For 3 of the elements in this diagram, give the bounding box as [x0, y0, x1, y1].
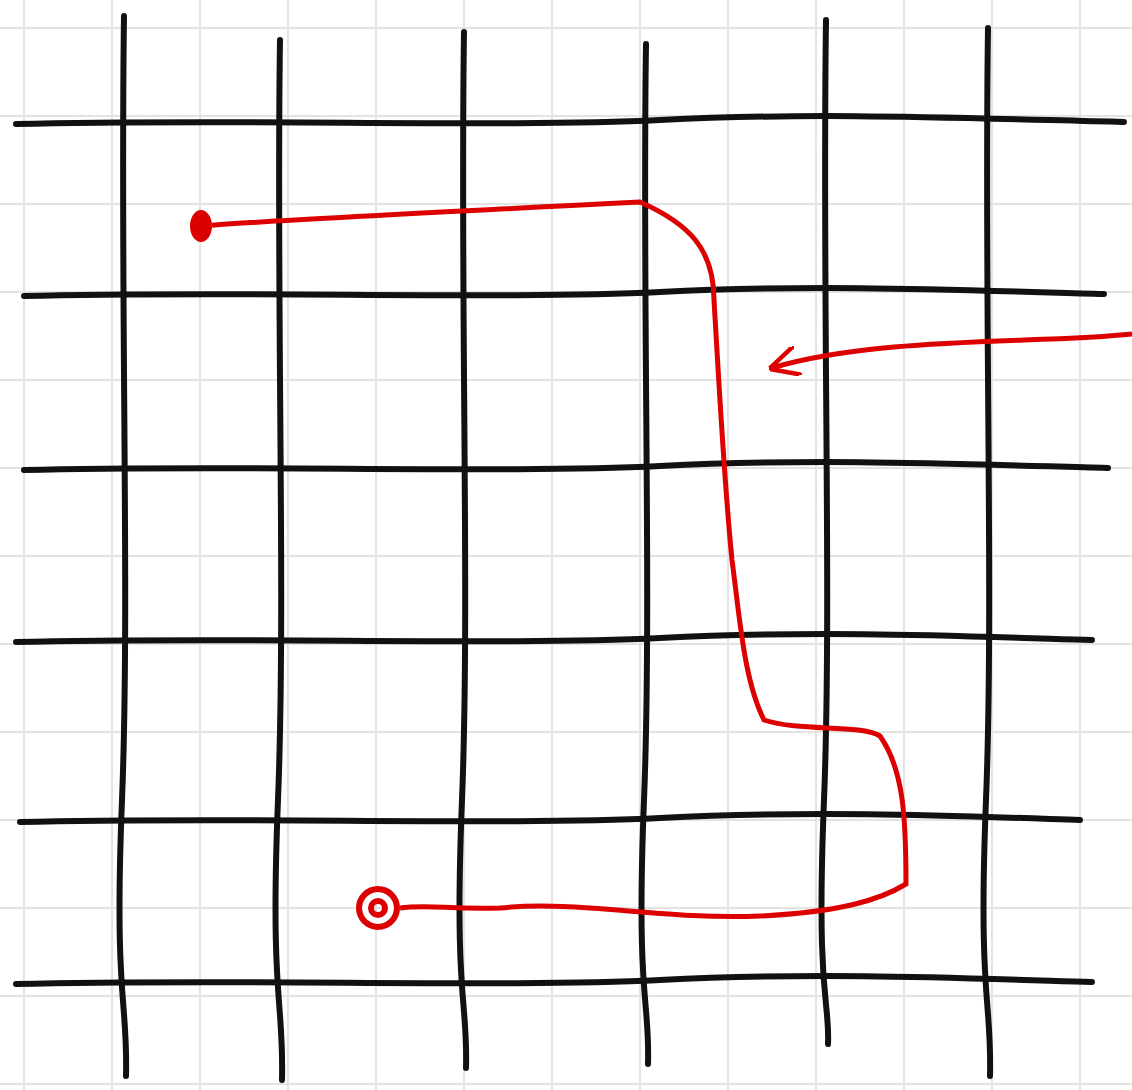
start-dot: [190, 210, 212, 242]
end-scribble: [356, 886, 400, 930]
route-line: [211, 199, 909, 919]
